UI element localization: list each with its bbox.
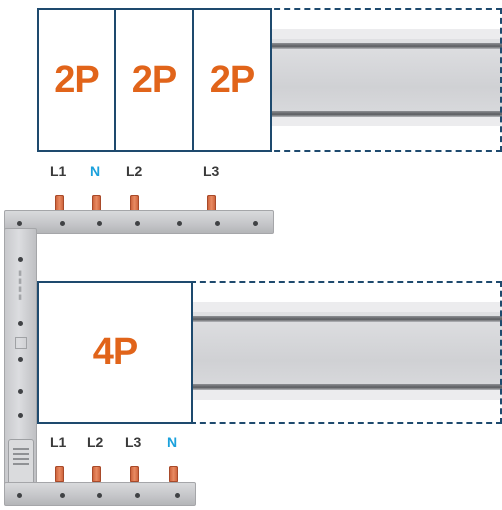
screw-hole-icon xyxy=(18,321,23,326)
busbar-pin-l2-top xyxy=(130,195,139,211)
phase-label-l2-top: L2 xyxy=(126,163,143,179)
phase-label-l3-top: L3 xyxy=(203,163,220,179)
phase-label-l1-bottom: L1 xyxy=(50,434,67,450)
busbar-vertical-connector: ▮▮▮▮ xyxy=(4,228,37,490)
busbar-pin-n-top xyxy=(92,195,101,211)
busbar-top xyxy=(4,210,274,234)
screw-hole-icon xyxy=(177,221,182,226)
module-label: 2P xyxy=(131,58,177,101)
module-label: 2P xyxy=(209,58,255,101)
screw-hole-icon xyxy=(215,221,220,226)
busbar-bottom xyxy=(4,482,196,506)
busbar-pin-l1-bottom xyxy=(55,466,64,482)
screw-hole-icon xyxy=(18,413,23,418)
din-rail-top xyxy=(266,29,502,126)
screw-hole-icon xyxy=(60,493,65,498)
empty-slot-frame-top xyxy=(264,8,502,152)
din-rail-bottom xyxy=(192,302,502,400)
screw-hole-icon xyxy=(97,493,102,498)
screw-hole-icon xyxy=(17,221,22,226)
phase-label-l2-bottom: L2 xyxy=(87,434,104,450)
screw-hole-icon xyxy=(135,221,140,226)
screw-hole-icon xyxy=(18,357,23,362)
marking-square-icon xyxy=(15,337,27,349)
busbar-pin-l3-bottom xyxy=(130,466,139,482)
screw-hole-icon xyxy=(17,493,22,498)
busbar-pin-l3-top xyxy=(207,195,216,211)
screw-hole-icon xyxy=(97,221,102,226)
screw-hole-icon xyxy=(18,389,23,394)
phase-label-l3-bottom: L3 xyxy=(125,434,142,450)
breaker-module-2p-3[interactable]: 2P xyxy=(192,8,272,152)
screw-hole-icon xyxy=(175,493,180,498)
phase-label-l1-top: L1 xyxy=(50,163,67,179)
screw-hole-icon xyxy=(18,257,23,262)
busbar-pin-l2-bottom xyxy=(92,466,101,482)
end-clip xyxy=(8,439,34,489)
screw-hole-icon xyxy=(60,221,65,226)
screw-hole-icon xyxy=(135,493,140,498)
phase-label-n-bottom: N xyxy=(167,434,178,450)
module-label: 4P xyxy=(92,331,138,373)
empty-slot-frame-bottom xyxy=(190,281,502,424)
embossed-mark: ▮▮▮▮ xyxy=(16,269,23,301)
breaker-module-4p[interactable]: 4P xyxy=(37,281,193,424)
module-label: 2P xyxy=(54,58,99,101)
breaker-module-2p-1[interactable]: 2P xyxy=(37,8,116,152)
breaker-module-2p-2[interactable]: 2P xyxy=(114,8,194,152)
busbar-pin-n-bottom xyxy=(169,466,178,482)
phase-label-n-top: N xyxy=(90,163,101,179)
screw-hole-icon xyxy=(253,221,258,226)
busbar-pin-l1-top xyxy=(55,195,64,211)
